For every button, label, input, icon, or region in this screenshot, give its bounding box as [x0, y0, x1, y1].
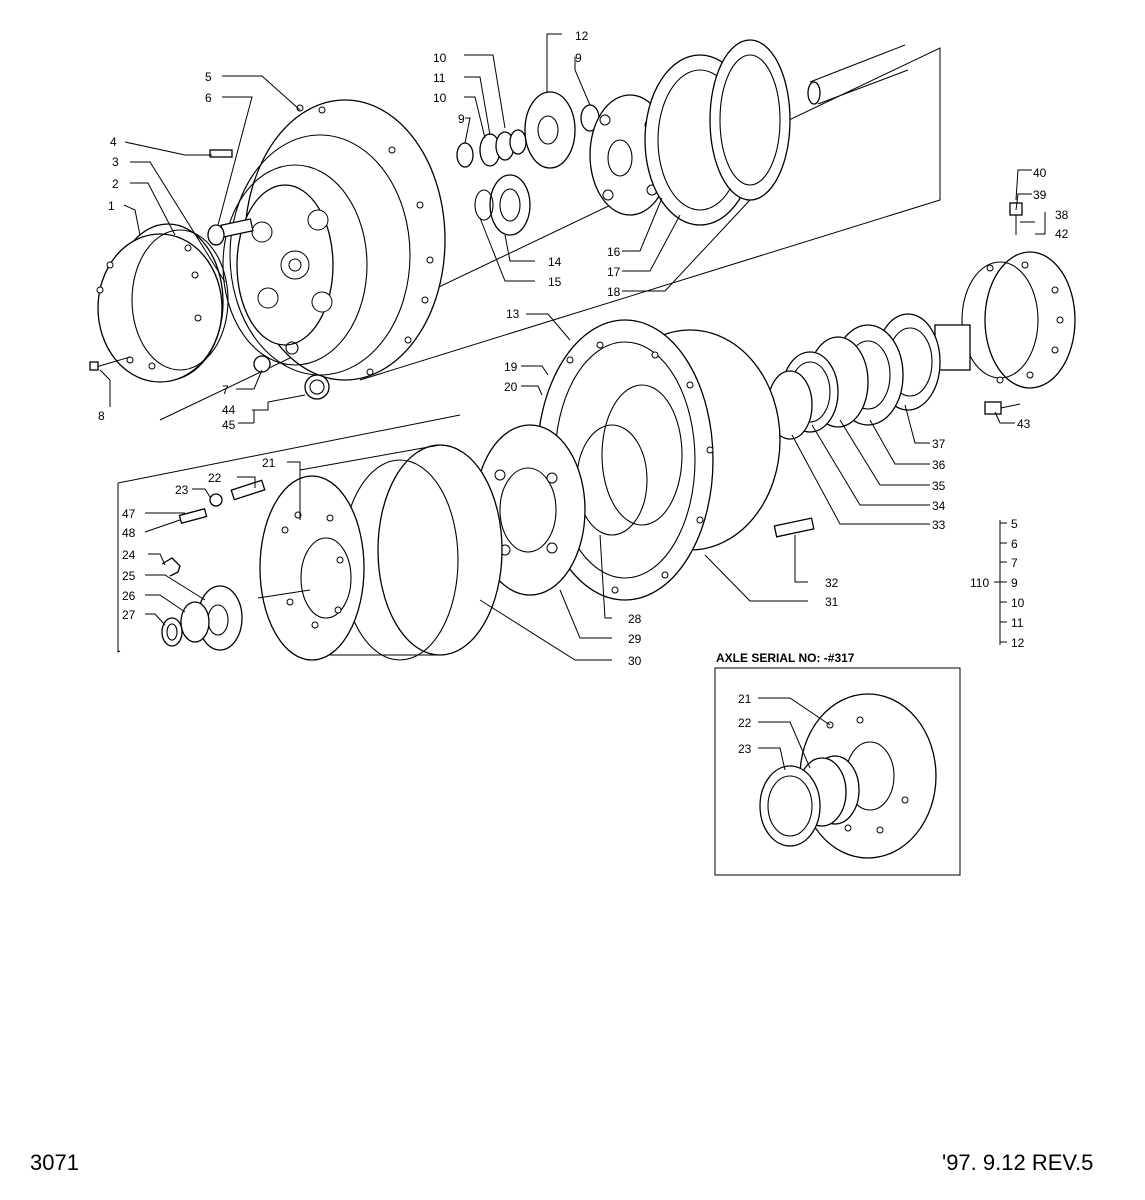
- callout-38: 38: [1055, 208, 1069, 222]
- upper-panel-frame: [159, 47, 941, 421]
- ring-gear-hub-18: [709, 39, 791, 201]
- callout-18: 18: [607, 285, 621, 299]
- lower-panel-frame: [117, 414, 461, 653]
- bolt-43: [984, 401, 1021, 415]
- callout-21: 21: [262, 456, 276, 470]
- revision-date: '97. 9.12 REV.5: [942, 1150, 1094, 1175]
- group-110-item-10: 10: [1011, 596, 1025, 610]
- washer-23: [209, 493, 223, 507]
- callout-8: 8: [98, 409, 105, 423]
- callout-16: 16: [607, 245, 621, 259]
- spring-22: [230, 479, 266, 501]
- callout-47: 47: [122, 507, 136, 521]
- stud-32: [773, 517, 815, 538]
- inset-washer-23: [759, 765, 821, 847]
- callout-9-left: 9: [458, 112, 465, 126]
- page-number: 3071: [30, 1150, 79, 1175]
- callout-30: 30: [628, 654, 642, 668]
- needle-bearing-10-11: [479, 129, 527, 167]
- inset-callout-23: 23: [738, 742, 752, 756]
- group-110-item-6: 6: [1011, 537, 1018, 551]
- callout-39: 39: [1033, 188, 1047, 202]
- callout-28: 28: [628, 612, 642, 626]
- callout-25: 25: [122, 569, 136, 583]
- callout-7: 7: [222, 383, 229, 397]
- callout-44: 44: [222, 403, 236, 417]
- snap-ring-15: [474, 189, 494, 221]
- callout-32: 32: [825, 576, 839, 590]
- group-110-item-5: 5: [1011, 517, 1018, 531]
- callout-20: 20: [504, 380, 518, 394]
- lock-plate-24: [161, 557, 181, 577]
- spline-shaft-section: [934, 324, 971, 371]
- callout-5: 5: [205, 70, 212, 84]
- lock-washer-27: [161, 617, 183, 647]
- callout-23: 23: [175, 483, 189, 497]
- plug-7: [253, 341, 299, 373]
- bolt-4: [209, 149, 233, 158]
- thrust-washer-9a: [456, 142, 474, 168]
- callout-31: 31: [825, 595, 839, 609]
- screw-8: [89, 356, 131, 371]
- inset-callout-21: 21: [738, 692, 752, 706]
- callout-43: 43: [1017, 417, 1031, 431]
- callout-35: 35: [932, 479, 946, 493]
- callout-33: 33: [932, 518, 946, 532]
- group-110-bracket: 110 5 6 7 9 10 11 12: [970, 517, 1025, 650]
- callout-10-top: 10: [433, 51, 447, 65]
- o-ring-2: [131, 229, 229, 371]
- leader-lines: [99, 33, 1046, 661]
- callout-48: 48: [122, 526, 136, 540]
- callout-27: 27: [122, 608, 136, 622]
- callout-14: 14: [548, 255, 562, 269]
- callout-29: 29: [628, 632, 642, 646]
- group-110-item-11: 11: [1011, 616, 1024, 630]
- callout-labels: 1 2 3 4 5 6 7 8 9 9 10 10 11 12 13 14 15…: [98, 29, 1069, 668]
- callout-26: 26: [122, 589, 136, 603]
- callout-24: 24: [122, 548, 136, 562]
- callout-19: 19: [504, 360, 518, 374]
- planet-carrier-housing: [222, 99, 446, 381]
- callout-45: 45: [222, 418, 236, 432]
- callout-36: 36: [932, 458, 946, 472]
- callout-6: 6: [205, 91, 212, 105]
- group-110-item-9: 9: [1011, 576, 1018, 590]
- pin-6: [207, 218, 254, 246]
- brake-disc-21: [259, 475, 365, 661]
- callout-42: 42: [1055, 227, 1069, 241]
- group-110-item-7: 7: [1011, 556, 1018, 570]
- group-110-label: 110: [970, 576, 989, 590]
- planet-gear-12: [524, 91, 576, 169]
- drive-shaft: [807, 44, 909, 105]
- callout-17: 17: [607, 265, 621, 279]
- sun-gear-14: [489, 174, 531, 236]
- callout-10-bottom: 10: [433, 91, 447, 105]
- callout-15: 15: [548, 275, 562, 289]
- callout-3: 3: [112, 155, 119, 169]
- callout-40: 40: [1033, 166, 1047, 180]
- inset-title: AXLE SERIAL NO: -#317: [716, 651, 855, 665]
- inset-callout-22: 22: [738, 716, 752, 730]
- inset-axle-serial: AXLE SERIAL NO: -#317 21 22 23: [714, 651, 961, 876]
- brake-drum-30: [299, 444, 503, 661]
- spindle-hub-38-42: [961, 251, 1076, 389]
- callout-11: 11: [433, 71, 446, 85]
- group-110-item-12: 12: [1011, 636, 1025, 650]
- plug-44: [304, 374, 330, 400]
- callout-22: 22: [208, 471, 222, 485]
- callout-37: 37: [932, 437, 946, 451]
- callout-34: 34: [932, 499, 946, 513]
- callout-2: 2: [112, 177, 119, 191]
- callout-4: 4: [110, 135, 117, 149]
- pin-47-48: [178, 507, 208, 525]
- callout-9-right: 9: [575, 51, 582, 65]
- callout-1: 1: [108, 199, 115, 213]
- callout-13: 13: [506, 307, 520, 321]
- callout-12: 12: [575, 29, 589, 43]
- nut-26: [180, 601, 210, 643]
